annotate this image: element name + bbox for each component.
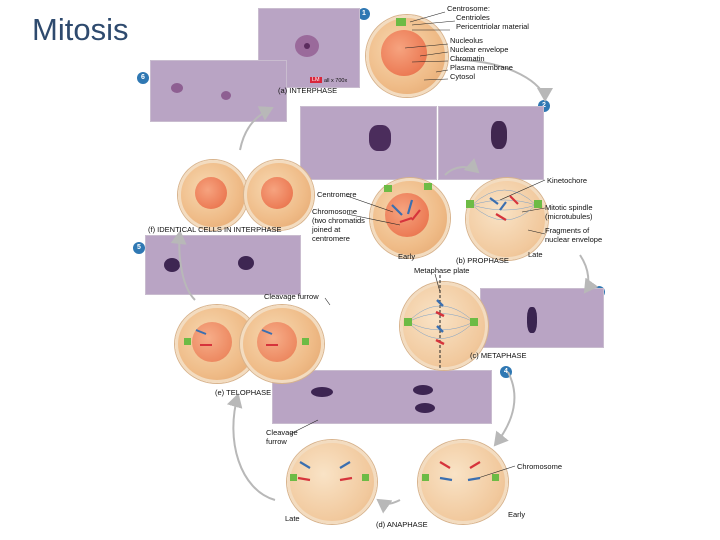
early-prophase-nucleus	[385, 193, 429, 237]
label-cleavage-furrow: Cleavage furrow	[264, 292, 319, 301]
stage-badge-6: 6	[137, 72, 149, 84]
micrograph-anaphase-telophase	[272, 370, 492, 424]
caption-prophase: (b) PROPHASE	[456, 256, 509, 265]
label-kinetochore: Kinetochore	[547, 176, 588, 185]
label-cleavage-furrow-lower-2: furrow	[266, 437, 287, 446]
stage-badge-1: 1	[358, 8, 370, 20]
daughter-nucleus-right	[261, 177, 293, 209]
label-mitotic-spindle-1: Mitotic spindle	[545, 203, 593, 212]
arrow-early-to-late-prophase	[444, 158, 480, 176]
micrograph-identical-cells	[145, 235, 301, 295]
arrow-interphase-to-prophase	[454, 59, 553, 102]
interphase-cell	[366, 15, 448, 97]
early-prophase-cell	[370, 178, 450, 258]
early-anaphase-cell	[418, 440, 508, 524]
label-plasma-membrane: Plasma membrane	[450, 63, 513, 72]
caption-identical-cells: (f) IDENTICAL CELLS IN INTERPHASE	[148, 225, 282, 234]
arrow-telophase-to-interphase	[170, 230, 196, 301]
interphase-nucleus	[381, 30, 427, 76]
label-centrosome: Centrosome:	[447, 4, 490, 13]
daughter-nucleus-left	[195, 177, 227, 209]
label-fragments-2: nuclear envelope	[545, 235, 603, 244]
label-nuclear-envelope: Nuclear envelope	[450, 45, 509, 54]
label-anaphase-early: Early	[508, 510, 526, 519]
label-chromosome-anaphase: Chromosome	[517, 462, 563, 471]
label-mitotic-spindle-2: (microtubules)	[545, 212, 593, 221]
telophase-cell-right	[240, 305, 324, 383]
magnification-label: all x 700x	[324, 78, 348, 84]
label-chromatin: Chromatin	[450, 54, 485, 63]
telophase-nucleus-left	[192, 322, 232, 362]
arrow-identical-to-interphase	[239, 106, 274, 151]
daughter-cell-right	[244, 160, 314, 230]
caption-metaphase: (c) METAPHASE	[470, 351, 527, 360]
label-prophase-early: Early	[398, 252, 416, 261]
caption-telophase: (e) TELOPHASE	[215, 388, 272, 397]
interphase-centrosome	[396, 18, 406, 26]
stage-badge-5: 5	[133, 242, 145, 254]
label-chromosome-2: (two chromatids	[312, 216, 365, 225]
late-anaphase-cell	[287, 440, 377, 524]
late-prophase-cell	[466, 178, 548, 260]
lm-tag: LM	[310, 77, 322, 83]
label-fragments-1: Fragments of	[545, 226, 590, 235]
arrow-early-to-late-anaphase	[376, 498, 401, 514]
label-metaphase-plate: Metaphase plate	[414, 266, 470, 275]
label-cytosol: Cytosol	[450, 72, 476, 81]
caption-interphase: (a) INTERPHASE	[278, 86, 338, 95]
caption-anaphase: (d) ANAPHASE	[376, 520, 428, 529]
telophase-nucleus-right	[257, 322, 297, 362]
label-chromosome-1: Chromosome	[312, 207, 358, 216]
label-cleavage-furrow-lower-1: Cleavage	[266, 428, 298, 437]
metaphase-spindle	[407, 305, 475, 339]
label-chromosome-4: centromere	[312, 234, 350, 243]
micrograph-early-prophase	[300, 106, 437, 180]
label-prophase-late: Late	[528, 250, 543, 259]
micrograph-metaphase	[480, 288, 604, 348]
arrow-metaphase-to-anaphase	[493, 371, 516, 447]
daughter-cell-left	[178, 160, 248, 230]
label-centromere: Centromere	[317, 190, 357, 199]
label-centrioles: Centrioles	[456, 13, 490, 22]
label-anaphase-late: Late	[285, 514, 300, 523]
page-title: Mitosis	[32, 12, 129, 47]
arrow-prophase-to-metaphase	[579, 254, 599, 294]
label-nucleolus: Nucleolus	[450, 36, 483, 45]
label-chromosome-3: joined at	[312, 225, 341, 234]
label-pericentriolar: Pericentriolar material	[456, 22, 529, 31]
arrow-anaphase-to-telophase	[226, 393, 276, 501]
